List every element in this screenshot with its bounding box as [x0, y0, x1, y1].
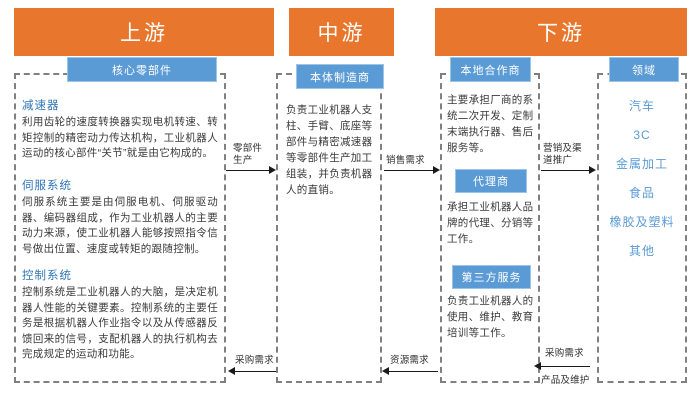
field-item: 橡胶及塑料 — [609, 215, 675, 229]
section-control-body: 控制系统是工业机器人的大脑，是决定机器人性能的关键要素。控制系统的主要任务是根据… — [22, 286, 218, 360]
chip-agent[interactable]: 代理商 — [455, 169, 527, 193]
fields-list: 汽车 3C 金属加工 食品 橡胶及塑料 其他 — [600, 92, 684, 266]
header-midstream: 中游 — [289, 8, 394, 56]
header-midstream-label: 中游 — [317, 22, 366, 45]
header-downstream-label: 下游 — [537, 22, 585, 45]
field-item: 其他 — [628, 244, 655, 258]
connector-sales-demand — [384, 170, 436, 171]
arrowhead-right-icon — [433, 166, 440, 174]
agent-body: 承担工业机器人品牌的代理、分销等工作。 — [447, 201, 534, 245]
section-control-title: 控制系统 — [22, 270, 72, 282]
field-item: 金属加工 — [615, 157, 668, 171]
connector-resource-demand — [388, 371, 438, 372]
local-partner-body: 主要承担厂商的系统二次开发、定制末端执行器、售后服务等。 — [447, 94, 534, 154]
chip-agent-label: 代理商 — [473, 176, 509, 188]
chip-fields[interactable]: 领域 — [609, 57, 679, 82]
arrowhead-left-icon — [382, 367, 389, 375]
chip-body-manufacturer[interactable]: 本体制造商 — [296, 64, 384, 89]
section-reducer-title: 减速器 — [22, 100, 60, 112]
field-item: 汽车 — [628, 99, 655, 113]
chip-local-partner[interactable]: 本地合作商 — [450, 57, 531, 82]
chip-fields-label: 领域 — [632, 64, 656, 77]
arrowhead-right-icon — [269, 166, 276, 174]
arrowhead-left-icon — [534, 362, 541, 370]
field-item: 3C — [633, 128, 651, 142]
chip-core-parts-label: 核心零部件 — [112, 64, 172, 77]
connector-procurement-demand-right — [540, 366, 590, 367]
chip-local-partner-label: 本地合作商 — [460, 64, 521, 77]
arrowhead-right-icon — [589, 166, 596, 174]
chip-body-manufacturer-label: 本体制造商 — [310, 71, 370, 84]
chip-third-party[interactable]: 第三方服务 — [452, 265, 531, 289]
third-party-body: 负责工业机器人的使用、维护、教育培训等工作。 — [447, 295, 534, 339]
connector-procurement-demand-right-label: 采购需求 — [545, 348, 584, 359]
connector-procurement-demand-left — [234, 371, 276, 372]
section-servo: 伺服系统 伺服系统主要是由伺服电机、伺服驱动器、编码器组成，作为工业机器人的主要… — [22, 178, 218, 257]
header-upstream-label: 上游 — [120, 22, 168, 45]
connector-parts-production — [226, 170, 270, 171]
connector-product-maintenance-label: 产品及维护 — [541, 375, 590, 386]
chip-third-party-label: 第三方服务 — [461, 272, 522, 284]
section-reducer: 减速器 利用齿轮的速度转换器实现电机转速、转矩控制的精密动力传达机构，工业机器人… — [22, 98, 218, 162]
field-item: 食品 — [628, 186, 655, 200]
arrowhead-left-icon — [228, 367, 235, 375]
connector-procurement-demand-left-label: 采购需求 — [235, 355, 274, 366]
connector-parts-production-label: 零部件 生产 — [233, 143, 263, 166]
header-upstream: 上游 — [14, 8, 274, 56]
connector-sales-demand-label: 销售需求 — [386, 155, 425, 166]
connector-marketing-channel — [541, 170, 591, 171]
section-control: 控制系统 控制系统是工业机器人的大脑，是决定机器人性能的关键要素。控制系统的主要… — [22, 268, 218, 363]
midstream-body: 负责工业机器人支柱、手臂、底座等部件与精密减速器等零部件生产加工组装，并负责机器… — [286, 104, 373, 196]
section-reducer-body: 利用齿轮的速度转换器实现电机转速、转矩控制的精密动力传达机构，工业机器人运动的核… — [22, 116, 218, 159]
section-servo-title: 伺服系统 — [22, 180, 72, 192]
connector-resource-demand-label: 资源需求 — [390, 355, 429, 366]
chip-core-parts[interactable]: 核心零部件 — [67, 57, 217, 82]
header-downstream: 下游 — [435, 8, 687, 56]
connector-marketing-channel-label: 营销及渠 道推广 — [543, 143, 582, 166]
section-servo-body: 伺服系统主要是由伺服电机、伺服驱动器、编码器组成，作为工业机器人的主要动力来源，… — [22, 196, 218, 255]
